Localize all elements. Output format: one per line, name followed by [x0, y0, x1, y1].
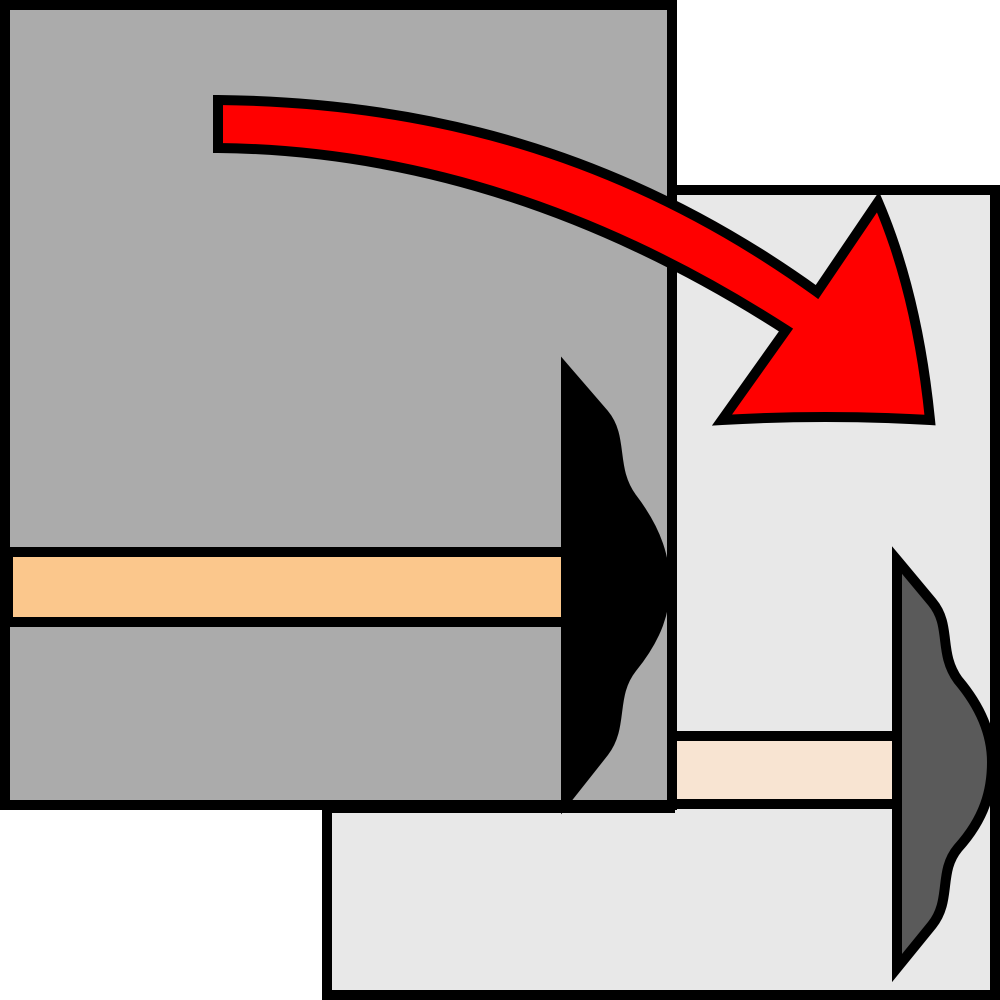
front-bar [3, 547, 573, 627]
front-mushroom-icon [561, 356, 671, 815]
back-bar [667, 731, 902, 809]
back-mushroom-icon [892, 546, 998, 983]
curved-arrow-icon [213, 94, 936, 426]
